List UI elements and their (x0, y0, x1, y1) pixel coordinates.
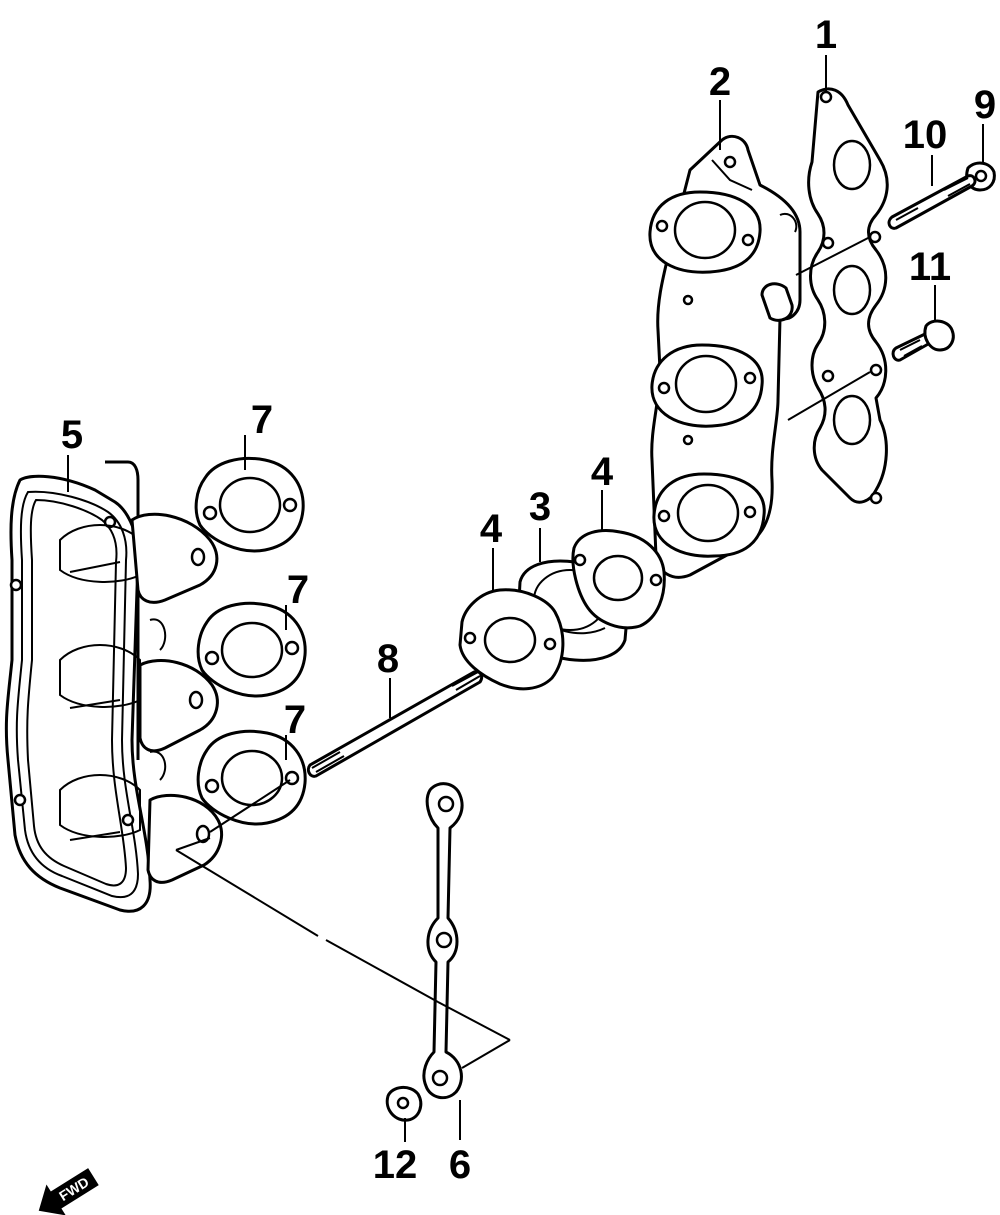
part-8-stud (306, 670, 484, 778)
callout-7-top: 7 (251, 398, 273, 442)
callout-1: 1 (815, 13, 837, 57)
callout-3: 3 (529, 485, 551, 529)
callout-2: 2 (709, 60, 731, 104)
callout-9: 9 (974, 83, 996, 127)
callout-7-bottom: 7 (284, 698, 306, 742)
part-10-stud-bolt (887, 174, 977, 230)
part-4-flange-gasket-right (571, 529, 666, 630)
alignment-lines-left (175, 779, 511, 1069)
part-7-port-gasket-middle (196, 601, 307, 698)
part-11-flange-bolt (891, 319, 955, 362)
part-1-manifold-gasket (807, 87, 889, 505)
part-12-flange-nut (385, 1086, 423, 1122)
part-7-port-gasket-top (194, 456, 305, 553)
callout-11: 11 (909, 245, 951, 289)
part-4-flange-gasket-left (458, 588, 565, 691)
part-6-long-gasket (422, 782, 464, 1100)
part-5-exhaust-cover (4, 460, 223, 913)
fwd-direction-arrow: FWD (38, 1168, 99, 1215)
callout-labels: 1 2 3 4 4 5 6 7 7 7 8 9 10 11 12 (61, 13, 996, 1187)
callout-7-middle: 7 (287, 568, 309, 612)
callout-4-right: 4 (591, 450, 614, 494)
callout-5: 5 (61, 413, 83, 457)
callout-4-left: 4 (480, 507, 503, 551)
callout-leaders (67, 55, 984, 1142)
alignment-lines-right (787, 236, 871, 421)
callout-12: 12 (373, 1143, 418, 1187)
part-7-port-gasket-bottom (196, 729, 307, 826)
callout-6: 6 (449, 1143, 471, 1187)
callout-10: 10 (903, 113, 948, 157)
part-2-exhaust-manifold (648, 134, 802, 579)
callout-8: 8 (377, 637, 399, 681)
